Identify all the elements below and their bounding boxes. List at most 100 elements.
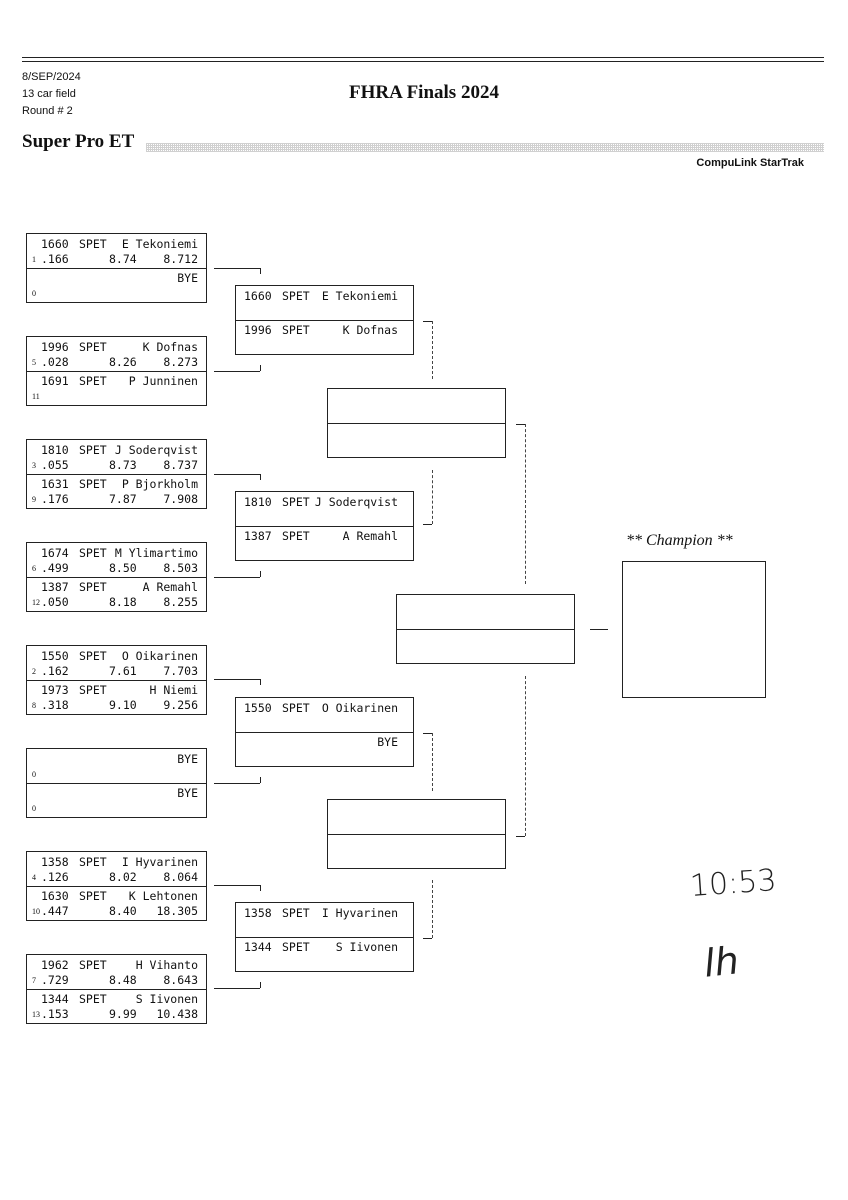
reaction-time: .729: [41, 973, 69, 987]
dial-in: 8.48: [109, 973, 137, 987]
connector: [260, 365, 261, 371]
car-class: SPET: [282, 323, 310, 337]
car-class: SPET: [79, 580, 107, 594]
handwritten-initials: lh: [701, 938, 741, 986]
connector: [260, 268, 261, 274]
racer-entry: BYE 0: [27, 268, 206, 302]
car-class: SPET: [282, 906, 310, 920]
car-number: 1344: [244, 940, 272, 954]
connector: [432, 321, 433, 379]
elapsed-time: 18.305: [156, 904, 198, 918]
semifinal-1-top: [328, 389, 505, 424]
driver-name: E Tekoniemi: [321, 289, 398, 303]
class-title-fill: [146, 143, 824, 152]
software-credit: CompuLink StarTrak: [696, 157, 804, 169]
connector: [525, 676, 526, 836]
qualifying-position: 0: [32, 289, 36, 298]
qualifying-position: 6: [32, 564, 36, 573]
connector: [423, 524, 432, 525]
driver-name: M Ylimartimo: [114, 546, 198, 560]
connector: [260, 777, 261, 783]
qualifying-position: 0: [32, 770, 36, 779]
semifinal-2-bottom: [328, 834, 505, 868]
driver-name: I Hyvarinen: [321, 906, 398, 920]
driver-name: S Iivonen: [335, 940, 398, 954]
elapsed-time: 8.712: [163, 252, 198, 266]
elapsed-time: 10.438: [156, 1007, 198, 1021]
connector: [525, 424, 526, 584]
final-box: [396, 594, 575, 664]
driver-name: E Tekoniemi: [121, 237, 198, 251]
reaction-time: .499: [41, 561, 69, 575]
connector: [516, 836, 525, 837]
champion-label: ** Champion **: [626, 532, 733, 549]
elapsed-time: 8.255: [163, 595, 198, 609]
car-number: 1344: [41, 992, 69, 1006]
car-number: 1358: [244, 906, 272, 920]
car-class: SPET: [282, 289, 310, 303]
semifinal-box-1: [327, 388, 506, 458]
driver-name: BYE: [177, 786, 198, 800]
handwritten-time: 10:53: [688, 863, 778, 904]
car-number: 1810: [244, 495, 272, 509]
connector: [423, 938, 432, 939]
qualifying-position: 4: [32, 873, 36, 882]
reaction-time: .055: [41, 458, 69, 472]
racer-entry: 1358 SPET I Hyvarinen: [236, 903, 413, 938]
qualifying-position: 8: [32, 701, 36, 710]
reaction-time: .162: [41, 664, 69, 678]
car-class: SPET: [79, 683, 107, 697]
driver-name: P Bjorkholm: [121, 477, 198, 491]
driver-name: O Oikarinen: [121, 649, 198, 663]
car-number: 1631: [41, 477, 69, 491]
qualifying-position: 1: [32, 255, 36, 264]
car-class: SPET: [79, 958, 107, 972]
connector: [423, 321, 432, 322]
car-class: SPET: [79, 443, 107, 457]
car-number: 1550: [244, 701, 272, 715]
car-number: 1660: [41, 237, 69, 251]
semifinal-box-2: [327, 799, 506, 869]
connector: [260, 474, 261, 480]
car-class: SPET: [79, 374, 107, 388]
qualifying-position: 3: [32, 461, 36, 470]
reaction-time: .126: [41, 870, 69, 884]
elapsed-time: 7.908: [163, 492, 198, 506]
dial-in: 7.87: [109, 492, 137, 506]
class-name: Super Pro ET: [22, 131, 135, 152]
driver-name: J Soderqvist: [314, 495, 398, 509]
reaction-time: .447: [41, 904, 69, 918]
car-number: 1387: [244, 529, 272, 543]
car-number: 1674: [41, 546, 69, 560]
reaction-time: .028: [41, 355, 69, 369]
connector: [214, 371, 260, 372]
final-top: [397, 595, 574, 630]
car-number: 1691: [41, 374, 69, 388]
car-class: SPET: [282, 940, 310, 954]
car-class: SPET: [282, 529, 310, 543]
connector: [432, 470, 433, 524]
driver-name: J Soderqvist: [114, 443, 198, 457]
driver-name: H Vihanto: [135, 958, 198, 972]
dial-in: 8.74: [109, 252, 137, 266]
car-number: 1550: [41, 649, 69, 663]
driver-name: BYE: [177, 271, 198, 285]
qualifying-position: 5: [32, 358, 36, 367]
champion-box: [622, 561, 766, 698]
